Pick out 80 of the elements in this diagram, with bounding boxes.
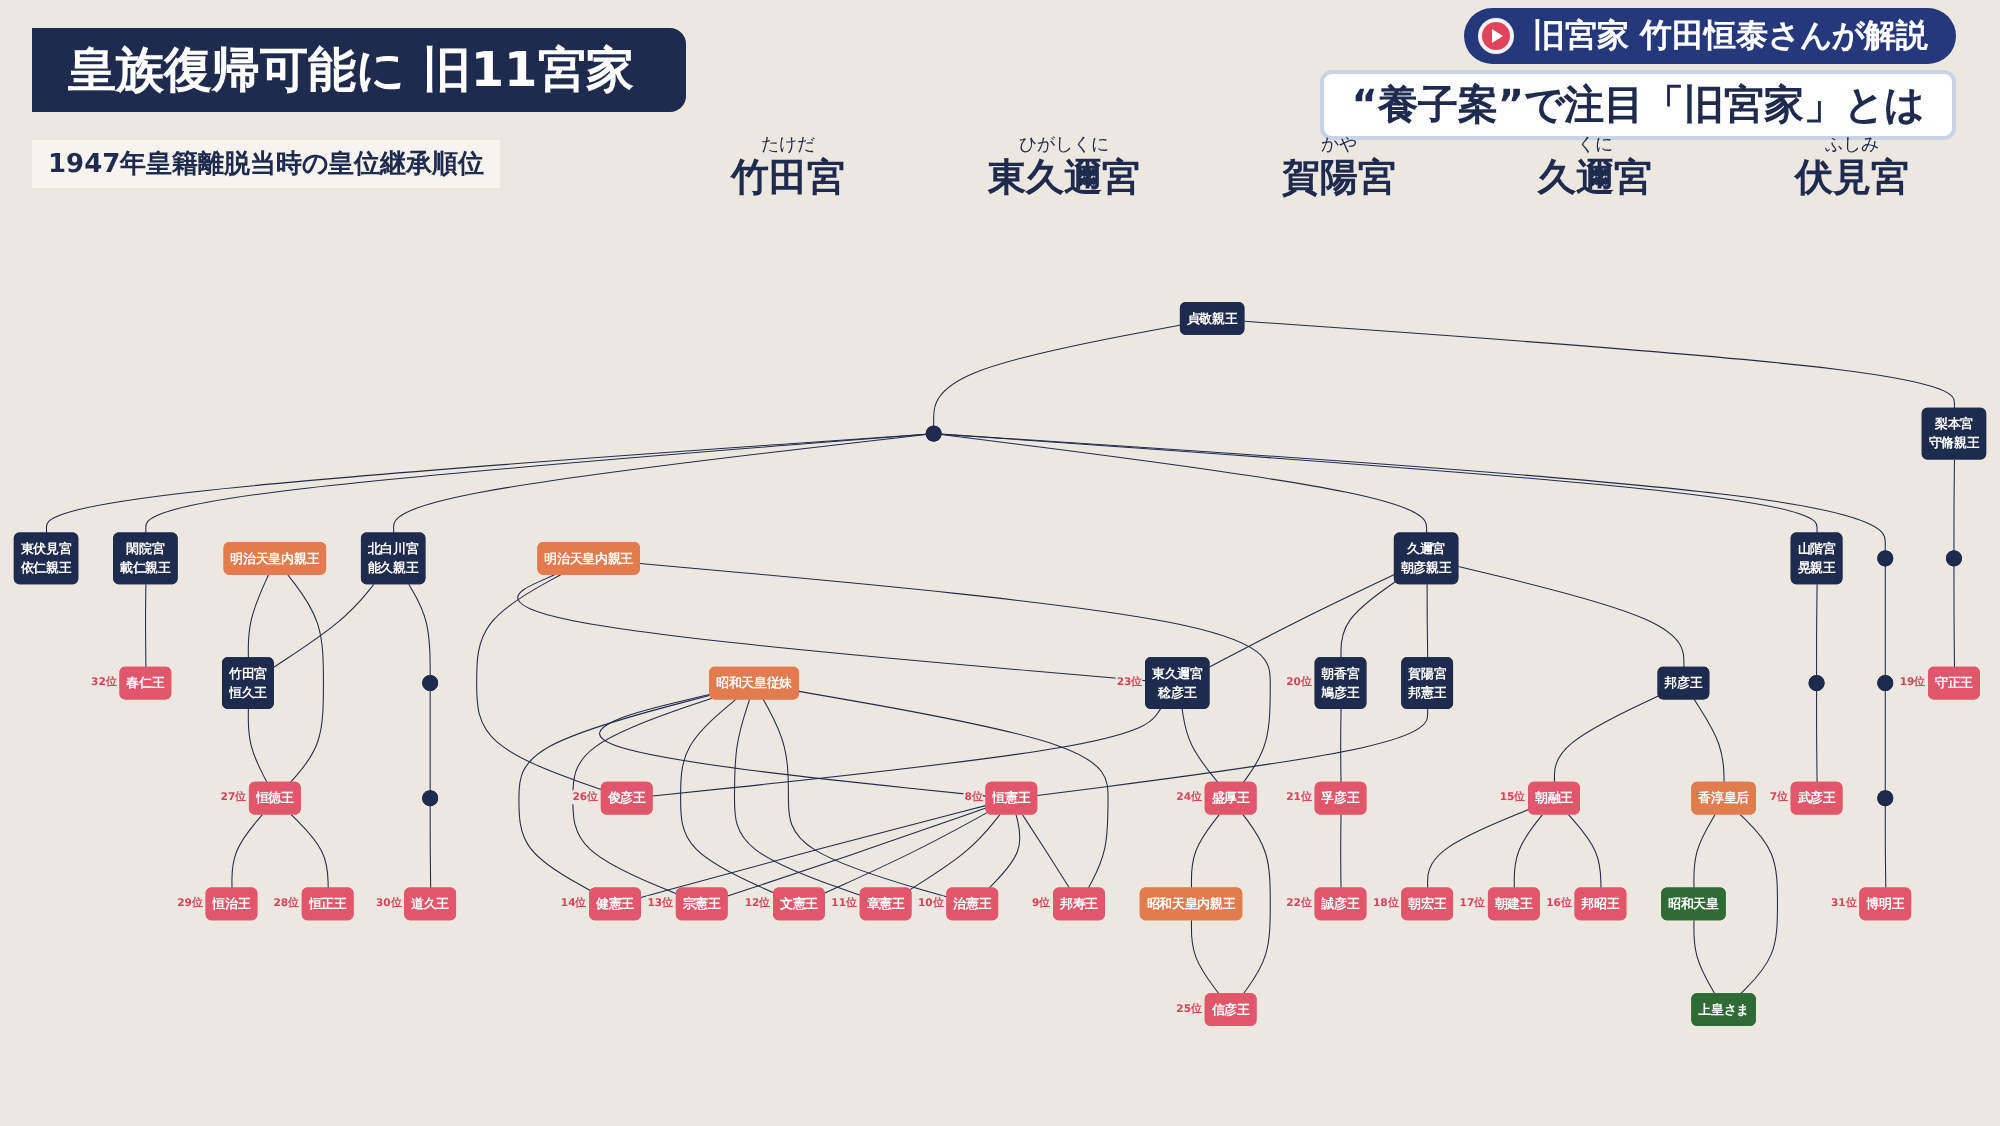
- family-line: [1884, 805, 1887, 890]
- family-line: [1567, 814, 1602, 890]
- family-line: [680, 698, 775, 894]
- family-line: [273, 583, 375, 668]
- family-line: [1457, 566, 1685, 669]
- headline-text: “養子案”で注目「旧宮家」とは: [1319, 70, 1956, 140]
- family-line: [1513, 814, 1543, 890]
- family-line: [933, 324, 1182, 427]
- family-line: [639, 562, 1271, 784]
- family-line: [1693, 919, 1716, 995]
- family-line: [988, 814, 1021, 890]
- family-line: [287, 574, 324, 784]
- house-heading: 久邇宮: [1538, 156, 1653, 200]
- family-line: [429, 689, 431, 792]
- family-line: [1243, 320, 1955, 410]
- furigana-text: ふしみ: [1824, 136, 1879, 156]
- generation-dot: [422, 790, 439, 807]
- title-banner: 皇族復帰可能に 旧11宮家: [32, 28, 686, 112]
- family-line: [1340, 580, 1397, 659]
- subtitle-text: 1947年皇籍離脱当時の皇位継承順位: [32, 140, 501, 188]
- family-line: [1816, 689, 1818, 784]
- family-line: [1884, 565, 1886, 677]
- furigana-text: ひがしくに: [1018, 136, 1109, 156]
- family-line: [1953, 459, 1955, 552]
- family-line: [798, 690, 1109, 890]
- family-line: [247, 574, 270, 659]
- furigana-text: くに: [1577, 136, 1614, 156]
- furigana-text: たけだ: [761, 136, 816, 156]
- family-line: [1739, 814, 1778, 995]
- family-line: [1340, 814, 1342, 890]
- family-line: [1190, 814, 1220, 890]
- furigana-text: かや: [1320, 136, 1357, 156]
- family-line: [408, 583, 431, 677]
- house-heading: 伏見宮: [1794, 156, 1909, 200]
- house-heading: 竹田宮: [731, 156, 846, 200]
- family-line: [1242, 814, 1271, 995]
- family-line: [1208, 573, 1396, 668]
- family-line: [1884, 689, 1886, 792]
- family-line: [572, 697, 713, 895]
- family-line: [733, 698, 862, 897]
- generation-dot: [925, 425, 942, 442]
- generation-dot: [422, 675, 439, 691]
- family-line: [1181, 708, 1219, 784]
- family-line: [1427, 808, 1530, 890]
- family-line: [290, 814, 329, 890]
- family-line: [599, 693, 988, 797]
- family-line: [1693, 698, 1725, 784]
- family-line: [940, 434, 1428, 535]
- family-line: [727, 807, 988, 897]
- house-heading: 賀陽宮: [1281, 156, 1396, 200]
- family-line: [393, 433, 927, 535]
- family-line: [640, 804, 988, 899]
- family-line: [247, 708, 268, 784]
- caption-text: 旧宮家 竹田恒泰さんが解説: [1532, 15, 1928, 57]
- generation-dot: [1877, 550, 1894, 567]
- generation-dot: [1877, 790, 1894, 807]
- family-line: [518, 694, 711, 892]
- family-line: [762, 698, 948, 898]
- family-line: [1693, 814, 1716, 890]
- family-line: [652, 708, 1162, 797]
- family-line: [231, 814, 263, 890]
- house-heading: 東久邇宮: [987, 156, 1140, 200]
- generation-dot: [1808, 675, 1825, 691]
- family-line: [517, 574, 1147, 682]
- family-line: [824, 811, 989, 894]
- family-line: [145, 583, 147, 669]
- family-line: [1021, 814, 1071, 890]
- family-line: [1553, 695, 1660, 784]
- family-line: [476, 574, 603, 791]
- family-line: [909, 814, 1001, 891]
- family-line: [429, 805, 432, 890]
- family-line: [1340, 708, 1342, 784]
- family-line: [1036, 708, 1429, 797]
- family-line: [1190, 919, 1220, 995]
- family-line: [1953, 565, 1955, 669]
- family-line: [940, 433, 1886, 552]
- generation-dot: [1877, 675, 1894, 691]
- family-line: [1426, 583, 1429, 659]
- generation-dot: [1946, 550, 1962, 567]
- family-line: [1816, 583, 1818, 677]
